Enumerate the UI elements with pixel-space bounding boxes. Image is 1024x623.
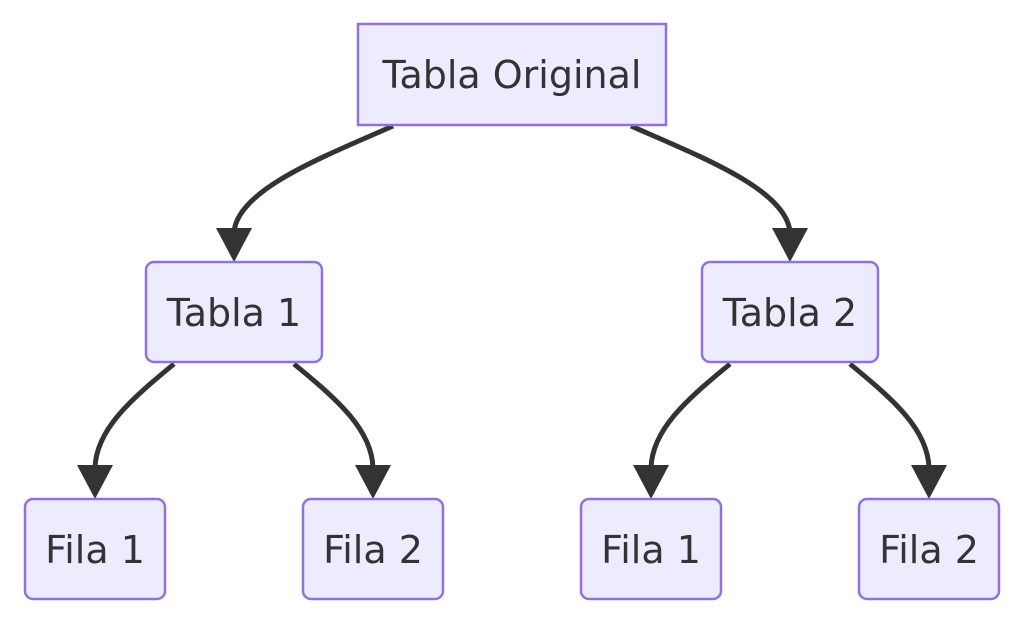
node-t2-fila1-label: Fila 1: [601, 528, 701, 572]
node-t1-fila2: Fila 2: [301, 497, 445, 601]
node-tabla2-box: [700, 260, 880, 364]
node-t1-fila1: Fila 1: [23, 497, 167, 601]
node-tabla1-label: Tabla 1: [166, 291, 301, 335]
node-t2-fila2-label: Fila 2: [879, 528, 979, 572]
arrowhead-t1-fila2: [355, 465, 391, 499]
node-tabla1: Tabla 1: [144, 260, 324, 364]
node-tabla1-box: [144, 260, 324, 364]
arrowhead-tabla2: [772, 228, 808, 262]
node-t2-fila2-box: [857, 497, 1001, 601]
node-t1-fila1-label: Fila 1: [45, 528, 145, 572]
node-t2-fila1-box: [579, 497, 723, 601]
edge-root-to-tabla2: [629, 123, 793, 233]
node-root-box: [356, 22, 668, 127]
edge-tabla1-to-fila1: [92, 362, 176, 469]
arrowhead-tabla1: [216, 228, 252, 262]
node-root-label: Tabla Original: [382, 53, 642, 97]
edge-tabla2-to-fila1: [648, 362, 732, 469]
node-tabla2-label: Tabla 2: [722, 291, 857, 335]
edge-root-to-tabla1: [231, 123, 395, 233]
node-t1-fila1-box: [23, 497, 167, 601]
node-t1-fila2-label: Fila 2: [323, 528, 423, 572]
arrowhead-t2-fila2: [911, 465, 947, 499]
node-t2-fila2: Fila 2: [857, 497, 1001, 601]
edge-tabla1-to-fila2: [292, 362, 376, 469]
edges: [77, 123, 947, 499]
arrowhead-t2-fila1: [633, 465, 669, 499]
node-t1-fila2-box: [301, 497, 445, 601]
edge-tabla2-to-fila2: [848, 362, 932, 469]
node-tabla2: Tabla 2: [700, 260, 880, 364]
arrowhead-t1-fila1: [77, 465, 113, 499]
node-t2-fila1: Fila 1: [579, 497, 723, 601]
node-root: Tabla Original: [356, 22, 668, 127]
